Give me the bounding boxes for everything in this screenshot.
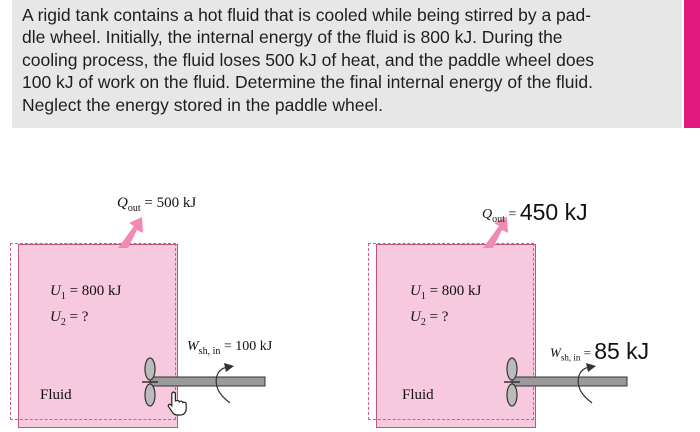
right-u1-label: U1 = 800 kJ — [410, 283, 482, 302]
left-rotation-arrow-icon — [215, 363, 234, 404]
problem-panel — [12, 0, 682, 128]
right-q-out-label: Qout = 450 kJ — [482, 199, 588, 225]
left-q-out-label: Qout = 500 kJ — [117, 195, 197, 214]
right-heat-out-arrow-icon — [483, 217, 508, 248]
left-u1-label: U1 = 800 kJ — [50, 283, 122, 302]
problem-line-1: A rigid tank contains a hot fluid that i… — [22, 5, 592, 25]
left-paddle-wheel-icon — [142, 357, 266, 407]
right-q-out-value: 450 kJ — [519, 199, 588, 225]
accent-bar — [684, 0, 700, 128]
right-w-shaft-value: 85 kJ — [594, 338, 650, 364]
hand-pointer-cursor-icon — [167, 391, 187, 416]
right-fluid-label: Fluid — [402, 387, 434, 403]
right-rotation-arrow-icon — [577, 363, 596, 404]
right-u2-label: U2 = ? — [410, 309, 449, 328]
problem-statement: A rigid tank contains a hot fluid that i… — [22, 4, 678, 116]
problem-line-4: 100 kJ of work on the fluid. Determine t… — [22, 72, 594, 93]
left-fluid-label: Fluid — [40, 387, 72, 403]
right-w-shaft-label: Wsh, in = 85 kJ — [550, 338, 650, 364]
left-u2-label: U2 = ? — [50, 309, 89, 328]
right-system-boundary — [368, 243, 534, 420]
problem-line-2: dle wheel. Initially, the internal energ… — [22, 27, 563, 48]
left-w-shaft-label: Wsh, in = 100 kJ — [187, 339, 273, 357]
right-paddle-wheel-icon — [504, 357, 628, 407]
heat-out-arrow-icon — [118, 217, 143, 248]
left-system-boundary-overlay — [10, 243, 176, 420]
problem-line-3: cooling process, the fluid loses 500 kJ … — [22, 49, 595, 70]
problem-line-5: Neglect the energy stored in the paddle … — [22, 94, 383, 115]
